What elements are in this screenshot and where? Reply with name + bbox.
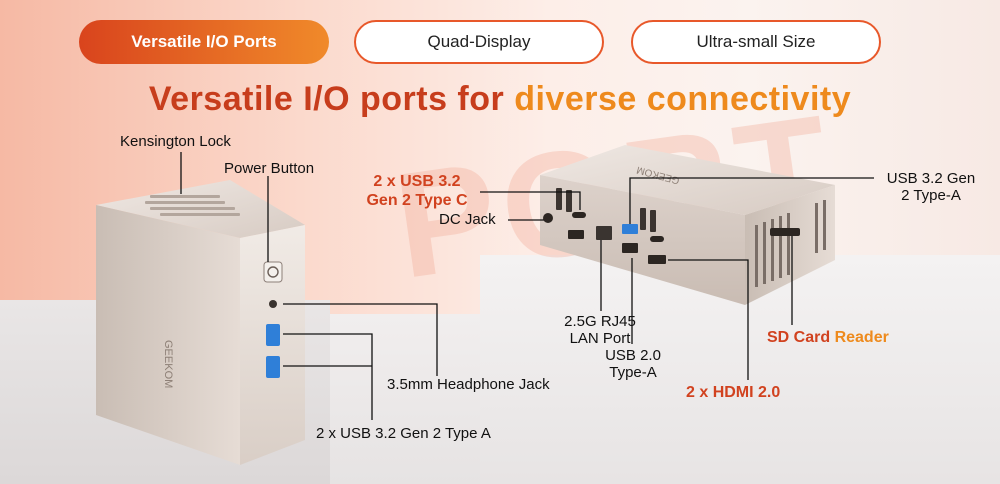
label-dc-jack: DC Jack xyxy=(439,211,496,228)
usb2-line-2: Type-A xyxy=(609,364,657,381)
sd-part-2: Reader xyxy=(834,329,889,346)
usb-a-port-icon xyxy=(266,356,280,378)
usb2-line-1: USB 2.0 xyxy=(605,347,661,364)
title-part-1: Versatile I/O ports for xyxy=(148,80,515,118)
usb-c-line-2: Gen 2 Type C xyxy=(366,192,468,209)
label-rj45: 2.5G RJ45 LAN Port xyxy=(545,313,655,347)
usb-c-port-icon xyxy=(650,236,664,242)
usb-c-line-1: 2 x USB 3.2 xyxy=(373,173,461,190)
label-usb-2: USB 2.0 Type-A xyxy=(588,347,678,381)
label-kensington-lock: Kensington Lock xyxy=(120,133,231,150)
headphone-jack-icon xyxy=(269,300,277,308)
label-usb-3-2-type-a: USB 3.2 Gen 2 Type-A xyxy=(870,170,992,204)
label-headphone-jack: 3.5mm Headphone Jack xyxy=(387,376,550,393)
brand-logo-left: GEEKOM xyxy=(162,340,174,388)
mini-pc-vertical: GEEKOM xyxy=(96,180,305,465)
usb32-line-1: USB 3.2 Gen xyxy=(886,170,976,187)
label-power-button: Power Button xyxy=(224,160,315,177)
dc-jack-icon xyxy=(543,213,553,223)
usb32-line-2: 2 Type-A xyxy=(901,187,961,204)
hdmi-port-icon xyxy=(648,255,666,264)
page-title: Versatile I/O ports for diverse connecti… xyxy=(0,80,1000,119)
usb-2-port-icon xyxy=(622,243,638,253)
label-usb-a-front: 2 x USB 3.2 Gen 2 Type A xyxy=(316,425,491,442)
power-icon xyxy=(267,266,279,278)
usb-a-port-icon xyxy=(266,324,280,346)
label-usb-type-c: 2 x USB 3.2 Gen 2 Type C xyxy=(352,172,482,210)
tab-ultra-small-size[interactable]: Ultra-small Size xyxy=(631,20,881,64)
sd-slot-icon xyxy=(770,228,800,236)
usb-c-port-icon xyxy=(572,212,586,218)
usb-3-port-icon xyxy=(622,224,638,234)
mini-pc-horizontal: GEEKOM xyxy=(540,145,835,305)
tab-versatile-io-ports[interactable]: Versatile I/O Ports xyxy=(79,20,329,64)
leader-lines xyxy=(180,152,874,420)
label-sd-card-reader: SD Card Reader xyxy=(767,329,889,347)
rj45-line-2: LAN Port xyxy=(569,330,631,347)
hdmi-port-icon xyxy=(568,230,584,239)
tab-quad-display[interactable]: Quad-Display xyxy=(354,20,604,64)
title-part-2: diverse connectivity xyxy=(514,80,852,118)
sd-part-1: SD Card xyxy=(767,329,835,346)
rj45-line-1: 2.5G RJ45 xyxy=(564,313,636,330)
rj45-port-icon xyxy=(596,226,612,240)
label-hdmi: 2 x HDMI 2.0 xyxy=(686,384,781,401)
